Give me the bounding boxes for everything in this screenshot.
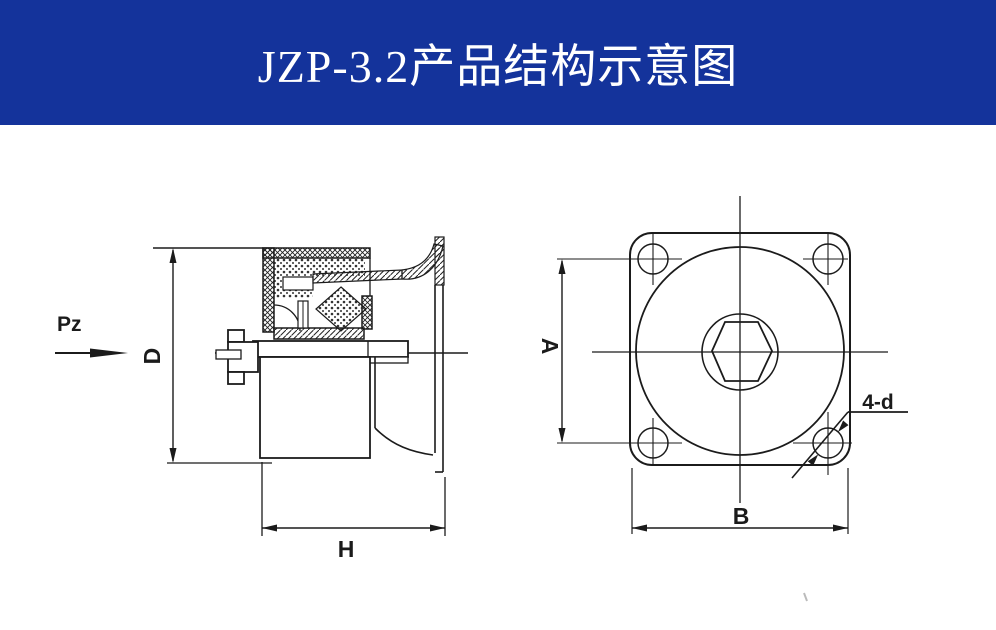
- front-view: A B 4-d: [537, 196, 908, 602]
- horn-bell: [312, 236, 445, 286]
- rubber-diamond: [315, 286, 367, 332]
- hole-callout: 4-d: [791, 391, 908, 479]
- a-dimension: A: [537, 259, 566, 443]
- section-view: Pz D H: [55, 236, 468, 562]
- label-4d: 4-d: [862, 391, 894, 414]
- horn-lower: [374, 285, 444, 473]
- header-bar: JZP-3.2产品结构示意图: [0, 0, 996, 125]
- hex-nut: [701, 313, 779, 391]
- label-a: A: [537, 338, 563, 355]
- d-dimension: D: [139, 247, 272, 464]
- cylinder-body: [259, 356, 371, 459]
- bolt: [215, 329, 259, 385]
- label-h: H: [338, 536, 355, 562]
- label-d: D: [139, 348, 165, 365]
- inner-arc: [273, 304, 301, 332]
- label-pz: Pz: [57, 313, 82, 336]
- core-slot: [282, 276, 314, 291]
- casing: [262, 247, 373, 340]
- stray-mark: [803, 592, 808, 602]
- b-dimension: B: [631, 468, 849, 534]
- bolt-holes: [557, 233, 852, 475]
- pz-arrow-icon: [55, 348, 128, 358]
- pin: [297, 300, 309, 329]
- h-dimension: H: [261, 462, 446, 562]
- page-title: JZP-3.2产品结构示意图: [257, 40, 739, 92]
- label-b: B: [733, 503, 750, 529]
